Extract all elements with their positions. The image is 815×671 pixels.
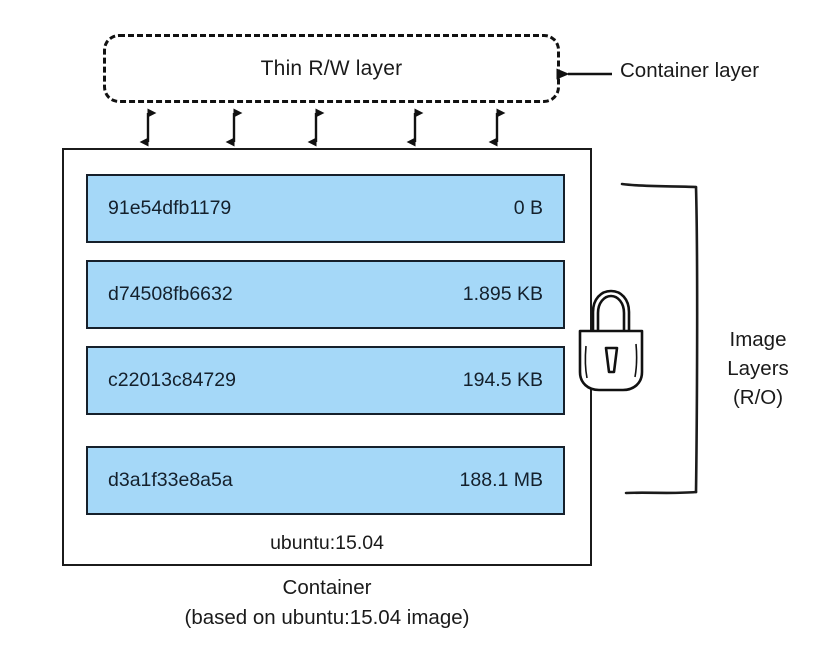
caption-line-2: (based on ubuntu:15.04 image) xyxy=(184,606,470,629)
image-layer-row: 91e54dfb1179 0 B xyxy=(86,174,565,243)
rw-to-container-arrows xyxy=(139,108,506,147)
layer-size: 1.895 KB xyxy=(462,283,543,305)
padlock-icon xyxy=(578,289,644,392)
image-layers-line-1: Image xyxy=(729,328,787,351)
container-caption: Container (based on ubuntu:15.04 image) xyxy=(62,573,592,633)
image-layers-line-2: Layers xyxy=(727,357,789,380)
layer-id: d74508fb6632 xyxy=(108,283,233,305)
thin-rw-layer-label: Thin R/W layer xyxy=(260,56,403,80)
image-layers-annotation: Image Layers (R/O) xyxy=(706,325,810,412)
image-layers-line-3: (R/O) xyxy=(732,386,784,409)
layer-id: 91e54dfb1179 xyxy=(108,197,232,219)
caption-line-1: Container xyxy=(282,576,372,599)
layer-id: c22013c84729 xyxy=(108,369,236,391)
image-layer-row: d74508fb6632 1.895 KB xyxy=(86,260,565,329)
container-image-tag: ubuntu:15.04 xyxy=(270,532,384,554)
layer-size: 188.1 MB xyxy=(459,469,543,491)
image-layers-bracket xyxy=(620,182,699,495)
container-layer-annotation: Container layer xyxy=(620,59,760,82)
layer-id: d3a1f33e8a5a xyxy=(108,469,233,491)
layer-size: 0 B xyxy=(513,197,543,219)
layer-size: 194.5 KB xyxy=(462,369,543,391)
image-layer-row: c22013c84729 194.5 KB xyxy=(86,346,565,415)
image-layer-row: d3a1f33e8a5a 188.1 MB xyxy=(86,446,565,515)
